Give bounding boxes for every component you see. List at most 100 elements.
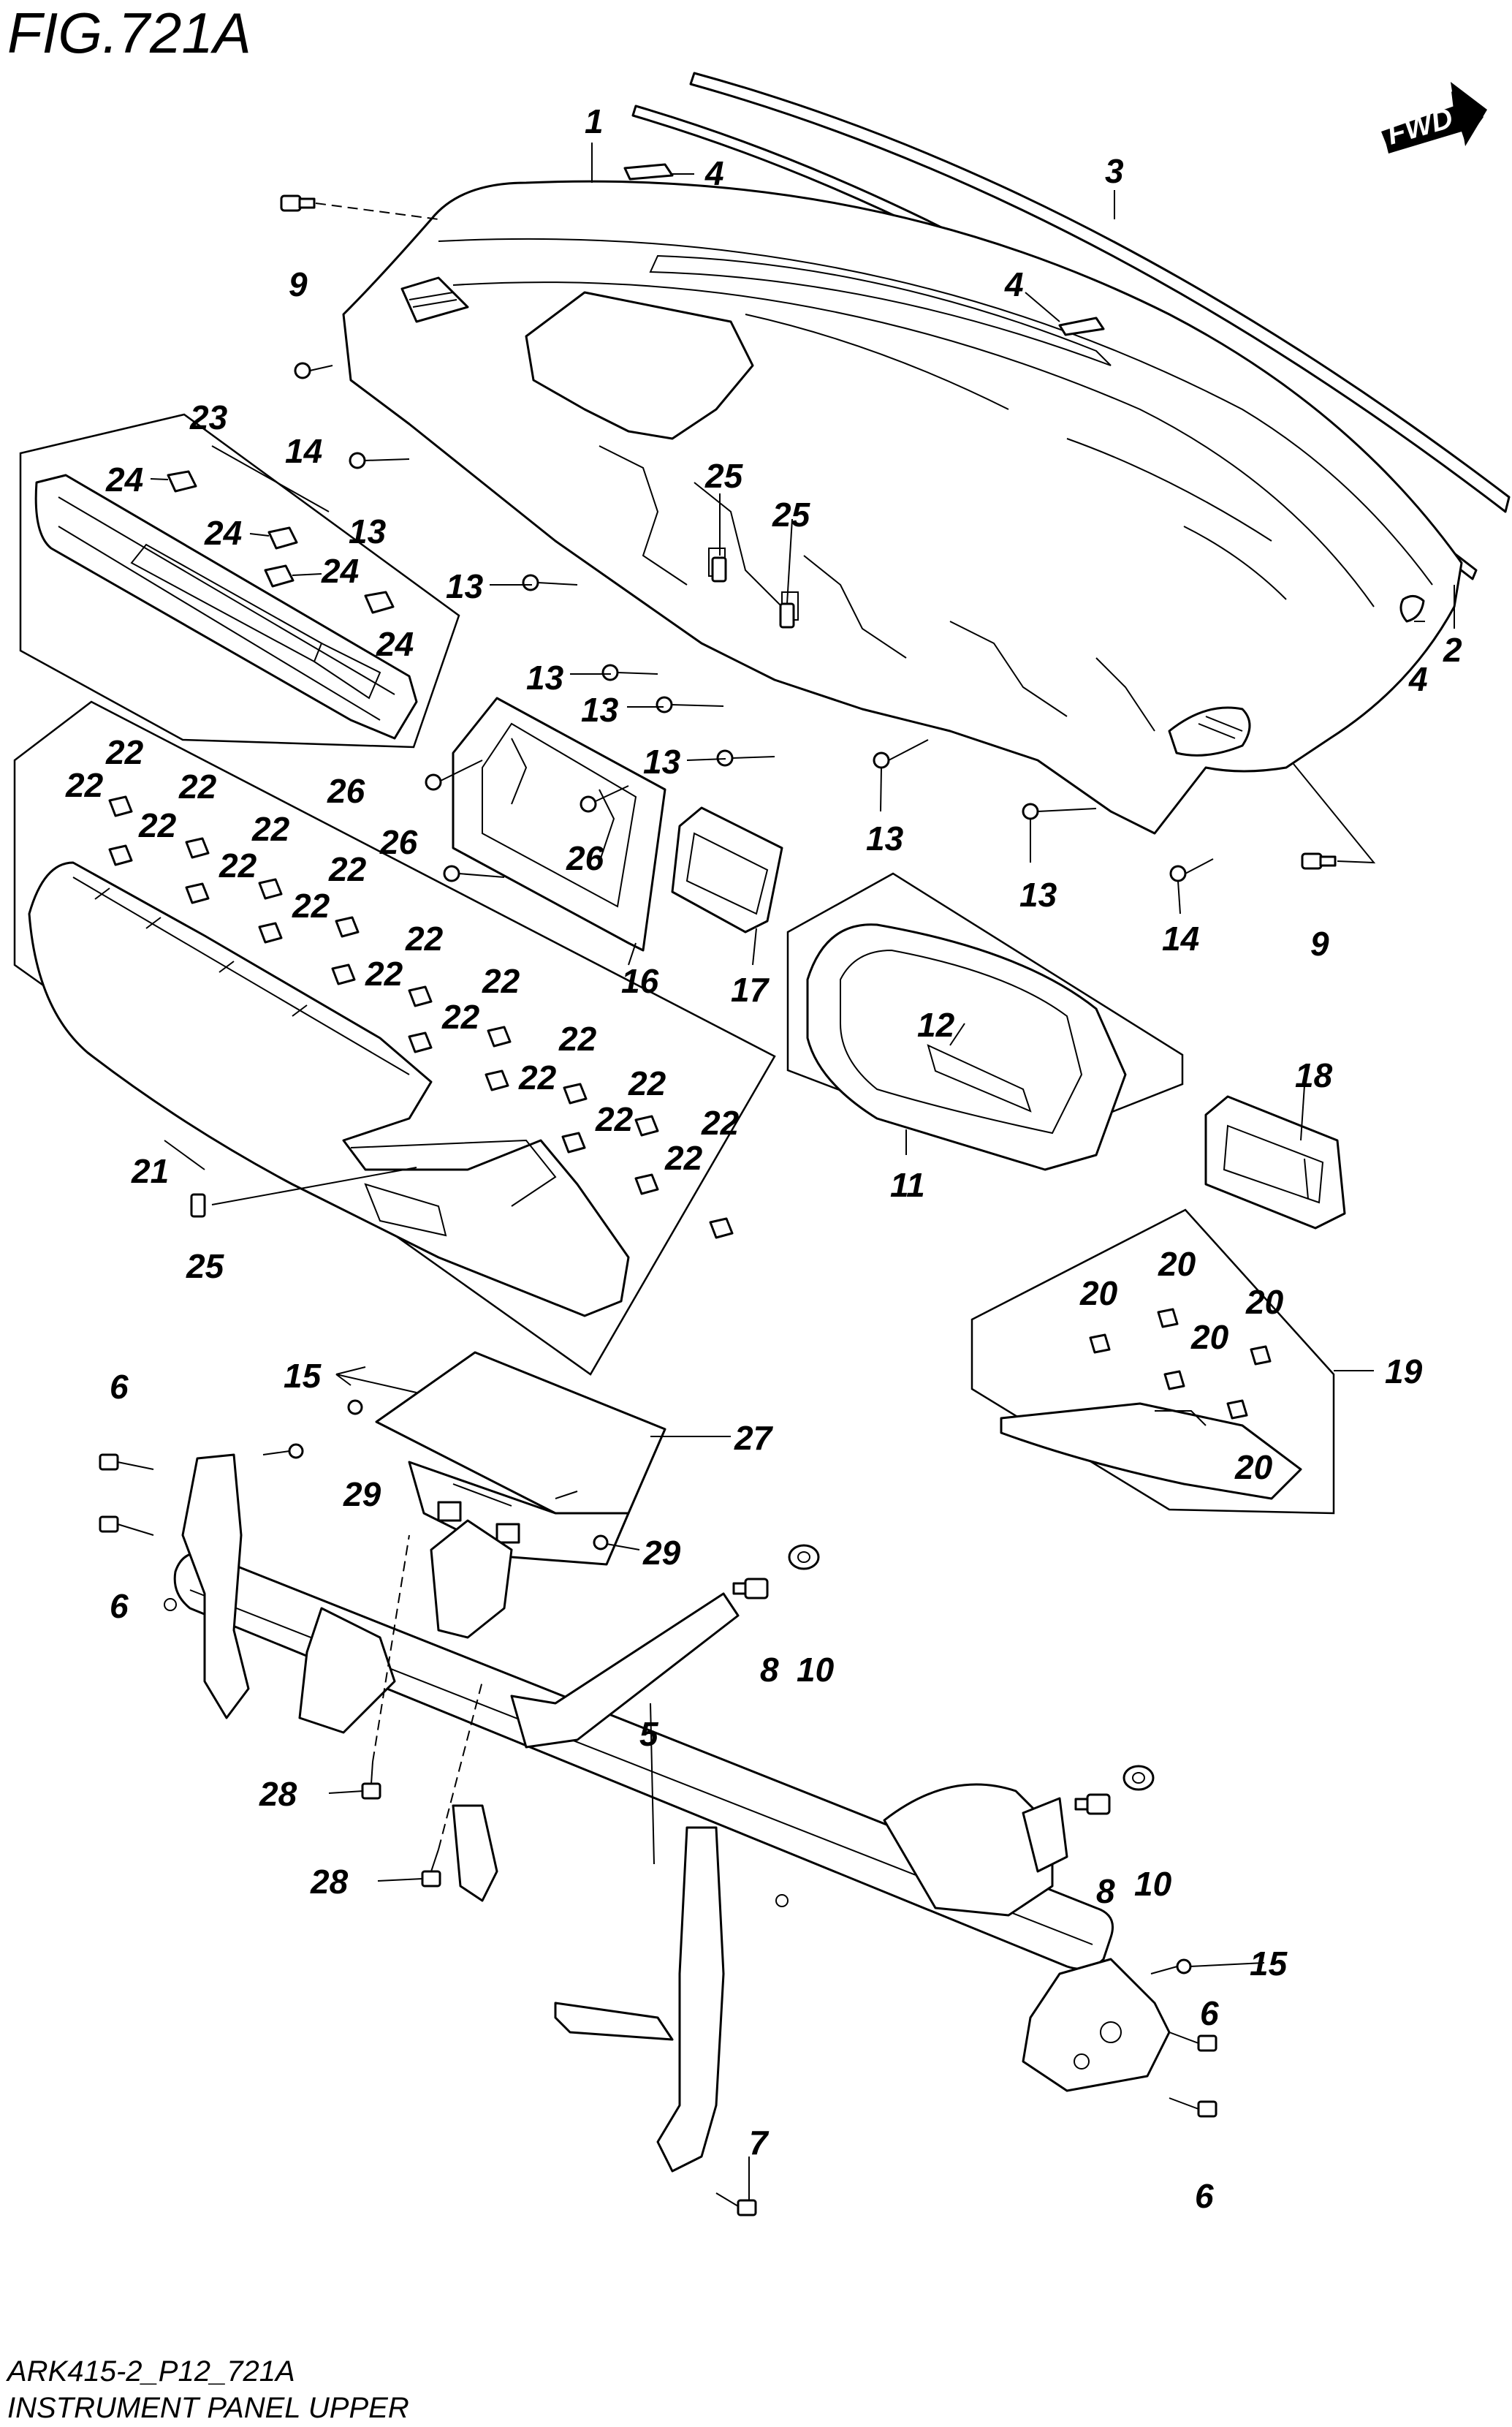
callout-22k: 22 <box>482 962 520 1000</box>
callout-5: 5 <box>639 1715 659 1753</box>
callout-10b: 10 <box>1134 1865 1172 1903</box>
leader-28 <box>372 1534 483 1850</box>
leader-lines <box>150 143 1455 2200</box>
callout-22a: 22 <box>105 733 144 771</box>
bolt-part-6-a <box>99 1453 154 1471</box>
callout-13f: 13 <box>866 819 904 857</box>
callout-29a: 29 <box>343 1475 381 1513</box>
display-part-17 <box>671 806 783 934</box>
callout-20a: 20 <box>1079 1274 1118 1312</box>
callout-20e: 20 <box>1234 1448 1273 1486</box>
screw-part-29-a <box>347 1399 363 1415</box>
clip-part-24-a <box>167 470 197 493</box>
callout-7: 7 <box>749 2124 770 2162</box>
clip-part-22-l <box>485 1069 509 1091</box>
callout-22r: 22 <box>664 1139 703 1177</box>
figure-title: FIG.721A <box>7 1 251 65</box>
clip-part-22-q <box>709 1217 734 1239</box>
callout-14b: 14 <box>1162 920 1199 958</box>
callout-25c: 25 <box>186 1247 225 1285</box>
callout-8b: 8 <box>1096 1872 1115 1910</box>
clip-part-22-f <box>258 922 283 944</box>
callout-4c: 4 <box>1408 660 1428 698</box>
callout-22o: 22 <box>628 1064 666 1102</box>
screw-part-14-a <box>294 362 333 379</box>
group-box-part-21 <box>13 700 776 1376</box>
instrument-panel-upper-part-1 <box>342 180 1463 835</box>
footer-caption: INSTRUMENT PANEL UPPER <box>7 2392 409 2424</box>
callout-25a: 25 <box>704 457 744 495</box>
screw-part-13-a <box>349 452 410 469</box>
strip-part-3 <box>689 72 1511 513</box>
callout-25b: 25 <box>772 496 811 534</box>
clip-part-25-b <box>779 602 795 629</box>
callout-6b: 6 <box>110 1587 129 1625</box>
callout-14a: 14 <box>285 432 322 470</box>
screw-part-13-b <box>522 574 578 591</box>
clip-part-22-o <box>634 1115 659 1137</box>
callout-15b: 15 <box>1250 1945 1288 1983</box>
screw-part-13-e <box>716 749 775 767</box>
strip-part-2 <box>631 105 1478 580</box>
pad-part-4-c <box>1399 595 1425 623</box>
clip-part-22-c <box>185 837 210 859</box>
group-box-part-19 <box>970 1208 1335 1515</box>
clip-part-22-g <box>335 916 360 938</box>
screw-part-15-a <box>262 1443 304 1459</box>
callout-27: 27 <box>734 1419 774 1457</box>
clip-part-24-b <box>267 526 298 550</box>
callout-15a: 15 <box>284 1357 322 1395</box>
callout-22f: 22 <box>219 847 257 885</box>
bolt-part-6-d <box>1169 2097 1217 2118</box>
clip-part-20-b <box>1157 1308 1179 1328</box>
screw-part-15-b <box>1150 1958 1192 1974</box>
callout-13a: 13 <box>349 512 387 550</box>
callout-6d: 6 <box>1195 2177 1214 2215</box>
screw-part-13-g <box>1022 803 1097 820</box>
clip-part-24-c <box>264 564 295 588</box>
callout-26a: 26 <box>327 772 365 810</box>
clip-part-22-k <box>487 1026 512 1048</box>
screw-part-14-b <box>1169 858 1214 882</box>
callout-22h: 22 <box>292 887 330 925</box>
clip-part-22-p <box>634 1173 659 1195</box>
callout-26c: 26 <box>566 839 604 877</box>
pad-part-4-b <box>1058 317 1105 336</box>
callout-20c: 20 <box>1245 1283 1284 1321</box>
callout-29b: 29 <box>642 1534 681 1572</box>
washer-part-10-b <box>1122 1765 1155 1791</box>
callout-18: 18 <box>1295 1056 1333 1094</box>
airbag-part-27 <box>375 1351 666 1566</box>
callout-21: 21 <box>131 1152 169 1190</box>
footer-code: ARK415-2_P12_721A <box>6 2355 295 2388</box>
screw-part-13-f <box>873 739 929 769</box>
bolt-part-6-c <box>1169 2032 1217 2052</box>
callout-22c: 22 <box>178 768 217 806</box>
callout-28a: 28 <box>259 1775 297 1813</box>
clip-part-22-n <box>561 1132 586 1154</box>
bolt-part-28-a <box>361 1761 381 1800</box>
callout-22b: 22 <box>65 766 104 804</box>
callout-24b: 24 <box>204 514 242 552</box>
leader-25c <box>211 1167 417 1205</box>
washer-part-10-a <box>788 1544 820 1570</box>
bolt-part-9-b <box>1301 852 1337 870</box>
bezel-part-18 <box>1204 1095 1346 1230</box>
clip-part-22-b <box>108 844 133 866</box>
group-box-part-23 <box>19 413 460 749</box>
clip-part-22-d <box>185 882 210 904</box>
clip-part-22-i <box>408 985 433 1007</box>
callout-17: 17 <box>731 971 770 1009</box>
callout-28b: 28 <box>310 1863 349 1901</box>
callout-23: 23 <box>189 398 228 436</box>
screw-part-26-b <box>580 785 629 813</box>
callout-22g: 22 <box>328 850 367 888</box>
callout-4a: 4 <box>704 154 724 192</box>
group-box-part-11 <box>786 872 1184 1171</box>
clip-part-20-a <box>1089 1333 1111 1354</box>
clip-part-20-e <box>1226 1399 1248 1420</box>
frame-part-16 <box>452 697 666 952</box>
clip-part-22-j <box>408 1031 433 1053</box>
callout-22i: 22 <box>405 920 444 958</box>
callout-1: 1 <box>585 102 604 140</box>
